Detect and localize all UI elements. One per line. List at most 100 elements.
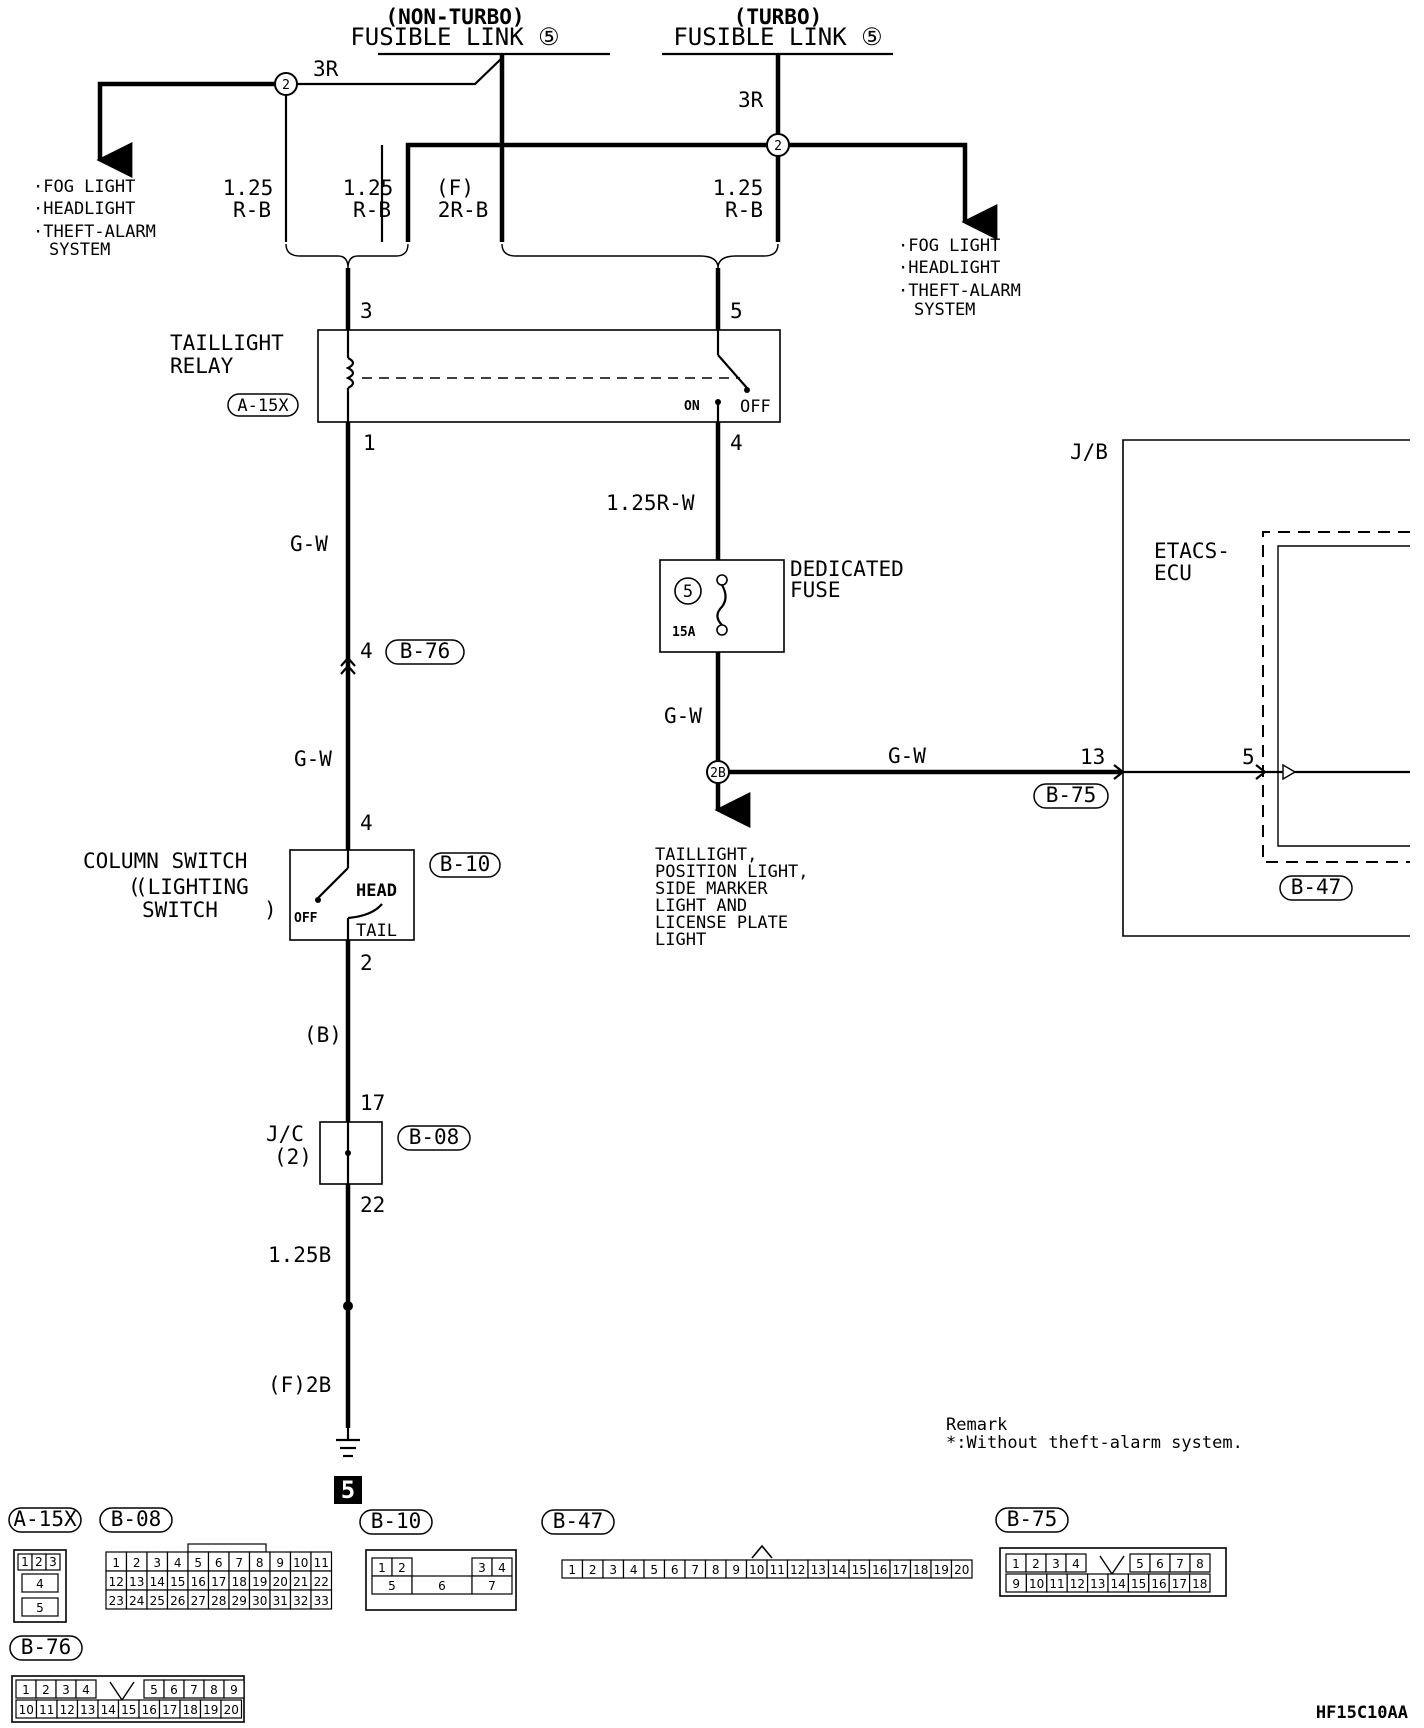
fuse-terminal-bottom — [716, 624, 728, 636]
splice-left-label: 2 — [282, 78, 290, 93]
left-dest-4: SYSTEM — [49, 240, 110, 260]
b08-grid-pin-label: 8 — [256, 1556, 264, 1570]
right-destinations: ·FOG LIGHT ·HEADLIGHT ·THEFT-ALARM SYSTE… — [898, 236, 1021, 320]
jc-title-1: J/C — [266, 1122, 304, 1146]
taillight-destinations: TAILLIGHT, POSITION LIGHT, SIDE MARKER L… — [655, 845, 809, 950]
b75-row1-pin — [1065, 1553, 1087, 1573]
turbo-label: (TURBO) — [734, 5, 823, 29]
b10-row2-pin — [471, 1575, 513, 1595]
turbo-bus-wire — [405, 142, 998, 242]
b75-row2-pin-label: 12 — [1070, 1577, 1085, 1591]
jb-title: J/B — [1070, 440, 1108, 464]
splice-left — [274, 72, 298, 96]
a15x-row3-pin-label: 5 — [36, 1601, 44, 1615]
b76-row2-pin-label: 17 — [162, 1703, 177, 1717]
b08-grid-pin-label: 20 — [273, 1575, 288, 1589]
b76-row2-pin-label: 16 — [142, 1703, 157, 1717]
b75-badge — [995, 1507, 1069, 1533]
b10-row1-pin-label: 3 — [478, 1561, 486, 1575]
b08-grid-pin-label: 17 — [211, 1575, 226, 1589]
b76-badge — [9, 1635, 83, 1661]
b08-grid-pin-label: 11 — [314, 1556, 329, 1570]
relay-title-1: TAILLIGHT — [170, 331, 284, 355]
b08-grid-pin-label: 6 — [215, 1556, 223, 1570]
column-switch-head: HEAD — [356, 881, 397, 901]
b08-grid-pin-label: 18 — [232, 1575, 247, 1589]
b75-row2-pin-label: 15 — [1131, 1577, 1146, 1591]
jb-connector-badge — [1033, 783, 1109, 809]
b08-grid-pin-label: 7 — [235, 1556, 243, 1570]
b08-grid-pin-label: 10 — [293, 1556, 308, 1570]
column-switch-title-2: (LIGHTING — [135, 875, 249, 899]
a15x-row1-pin-label: 1 — [21, 1555, 29, 1569]
b08-grid-pin-label: 31 — [273, 1594, 288, 1608]
b08-grid-pin-label: 28 — [211, 1594, 226, 1608]
left-brace — [285, 243, 409, 269]
b76-row1-pin — [75, 1679, 97, 1699]
splice-right-label: 2 — [774, 139, 782, 154]
jc-pin-top: 17 — [360, 1091, 385, 1115]
fuse-title-1: DEDICATED — [790, 557, 904, 581]
wire-size-c: 1.25 — [713, 176, 764, 200]
b75-row1-pin-label: 2 — [1032, 1557, 1040, 1571]
b76-row1-pin-label: 5 — [150, 1683, 158, 1697]
b47-grid-pin-label: 5 — [650, 1563, 658, 1577]
remark-text: *:Without theft-alarm system. — [946, 1433, 1243, 1453]
b75-row2-pin-label: 14 — [1111, 1577, 1126, 1591]
left-dest-wire — [96, 81, 286, 178]
b75-row1-pin-label: 8 — [1196, 1557, 1204, 1571]
ecu-pin-mark — [1255, 764, 1267, 780]
b76-row1-pin-label: 2 — [42, 1683, 50, 1697]
fuse-number: 5 — [683, 582, 693, 602]
taillight-dest-1: TAILLIGHT, — [655, 845, 757, 865]
wire-3r-left: 3R — [313, 57, 339, 81]
b08-grid-pin-label: 22 — [314, 1575, 329, 1589]
b75-row2-pin — [1188, 1573, 1211, 1593]
b75-row2-pin-label: 16 — [1151, 1577, 1166, 1591]
fuse-terminal-top — [716, 574, 728, 586]
b08-grid-pin-label: 14 — [150, 1575, 165, 1589]
b08-grid-pin-label: 21 — [293, 1575, 308, 1589]
left-destinations: ·FOG LIGHT ·HEADLIGHT ·THEFT-ALARM SYSTE… — [33, 177, 156, 260]
b08-grid-pin — [310, 1589, 333, 1610]
splice-right — [766, 133, 790, 157]
b08-grid-pin-label: 24 — [129, 1594, 144, 1608]
b47-grid-pin-label: 4 — [630, 1563, 638, 1577]
a15x-row1-pin-label: 2 — [35, 1555, 43, 1569]
b47-grid-pin-label: 14 — [831, 1563, 846, 1577]
fuse-number-circle — [674, 577, 702, 605]
b75-row1-pin — [1189, 1553, 1211, 1573]
right-dest-1: ·FOG LIGHT — [898, 236, 1000, 256]
column-switch-title-3: SWITCH — [142, 898, 218, 922]
footer-code: HF15C10AA — [1316, 1703, 1408, 1723]
relay-on: ON — [684, 399, 700, 414]
b10-row1-pin-label: 1 — [378, 1561, 386, 1575]
column-switch-head-contact — [347, 903, 383, 920]
b75-row2-pin-label: 17 — [1172, 1577, 1187, 1591]
b08-grid-pin-label: 3 — [153, 1556, 161, 1570]
b75-row1-pin-label: 5 — [1136, 1557, 1144, 1571]
b10-row2-pin-label: 5 — [388, 1579, 396, 1593]
junction-block — [1122, 439, 1410, 937]
b10-row1-pin-label: 4 — [498, 1561, 506, 1575]
turbo-header: (TURBO) FUSIBLE LINK ⑤ — [662, 5, 893, 56]
ecu-connector: B-47 — [1291, 875, 1342, 899]
splice-mid-label: 2B — [710, 766, 726, 781]
b75-row1-pin-label: 7 — [1176, 1557, 1184, 1571]
b47-grid-pin-label: 6 — [671, 1563, 679, 1577]
taillight-dest-6: LIGHT — [655, 930, 706, 950]
column-switch-blade — [317, 867, 349, 899]
b76-badge — [385, 639, 465, 665]
relay-pin-1: 1 — [363, 431, 376, 455]
right-dest-2: ·HEADLIGHT — [898, 258, 1000, 278]
b08-label: B-08 — [111, 1507, 162, 1531]
wire-125rw: 1.25R-W — [606, 491, 695, 515]
right-dest-4: SYSTEM — [914, 300, 975, 320]
